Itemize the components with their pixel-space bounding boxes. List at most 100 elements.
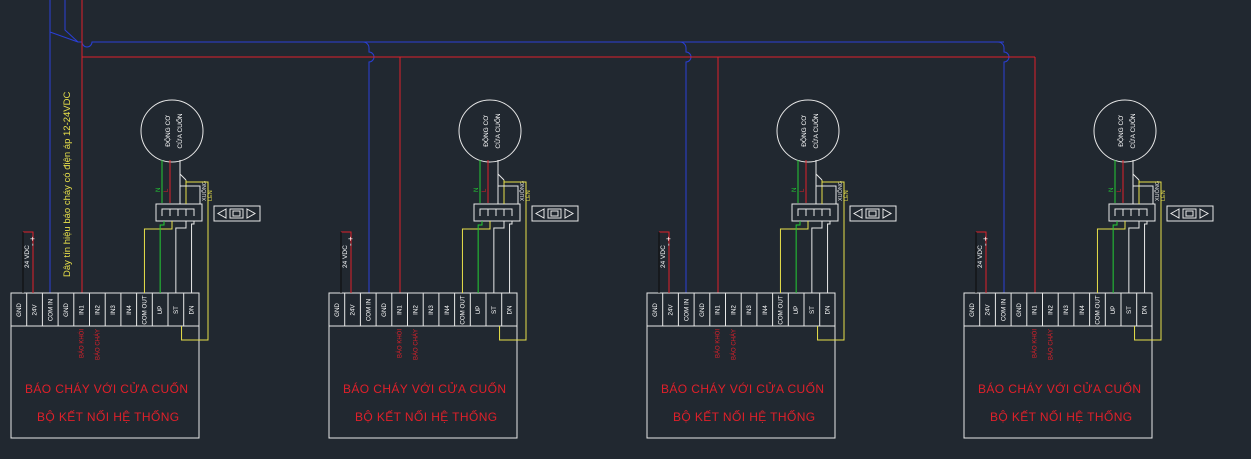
blue-bus-wire [78, 41, 1004, 48]
terminal-label: UP [793, 306, 800, 315]
down-wire [509, 221, 513, 293]
stop-square-icon [1182, 208, 1197, 219]
arrow-left-icon [1169, 208, 1180, 219]
controller-title: BÁO CHÁY VỚI CỬA CUỐN [978, 381, 1141, 396]
power-positive-wire [659, 231, 670, 293]
motor-wire-label: N [792, 188, 798, 192]
motor-wire-bend [1132, 173, 1140, 181]
motor-wire-label: L [1117, 188, 1123, 192]
terminal-label: 24V [985, 304, 992, 316]
power-polarity: - + [664, 236, 673, 246]
arrow-right-icon [1199, 208, 1210, 219]
motor-circle [458, 99, 522, 163]
input-label: BÁO KHÓI [397, 329, 404, 358]
terminal-label: ST [491, 306, 498, 314]
motor-wire-label: LÊN [1159, 190, 1167, 201]
limit-switch-box [1108, 203, 1156, 222]
terminal-label: COM IN [47, 299, 54, 321]
down-wire [827, 221, 831, 293]
controller-subtitle: BỘ KẾT NỐI HỆ THỐNG [990, 409, 1133, 424]
arrow-right-icon [246, 208, 257, 219]
limit-switch-box [155, 203, 203, 222]
stop-square-icon [868, 210, 877, 217]
power-positive-wire [341, 231, 352, 293]
terminal-label: GND [699, 303, 706, 317]
motor-label: ĐỘNG CƠ [799, 115, 808, 147]
controller-title: BÁO CHÁY VỚI CỬA CUỐN [25, 381, 188, 396]
white-down-loop [815, 185, 837, 204]
terminal-label: IN2 [412, 305, 419, 315]
motor-label: ĐỘNG CƠ [163, 115, 172, 147]
white-down-loop [1132, 185, 1154, 204]
com-out-wire [1096, 221, 1126, 293]
down-wire [191, 221, 195, 293]
terminal-label: IN4 [762, 305, 769, 315]
terminal-label: DN [189, 306, 196, 315]
terminal-label: COM OUT [777, 295, 784, 324]
terminal-label: IN1 [1032, 305, 1039, 315]
power-polarity: - + [981, 236, 990, 246]
motor-wire-label: XUỐNG [201, 181, 208, 201]
power-label: 24 VDC [977, 245, 984, 268]
terminal-label: ST [809, 306, 816, 314]
up-wire [795, 221, 801, 293]
terminal-label: GND [969, 303, 976, 317]
blue-drop-wire [679, 41, 692, 293]
power-label: 24 VDC [342, 245, 349, 268]
terminal-label: IN2 [1047, 305, 1054, 315]
terminal-label: DN [1142, 306, 1149, 315]
terminal-label: GND [652, 303, 659, 317]
input-label: BÁO CHÁY [94, 329, 101, 360]
power-positive-wire [23, 231, 34, 293]
terminal-label: COM IN [365, 299, 372, 321]
terminal-label: ST [173, 306, 180, 314]
terminal-label: IN3 [746, 305, 753, 315]
terminal-label: IN1 [715, 305, 722, 315]
com-out-wire [143, 221, 173, 293]
terminal-label: IN3 [1063, 305, 1070, 315]
stop-wire [811, 221, 823, 293]
power-label: 24 VDC [24, 245, 31, 268]
power-positive-wire [976, 231, 987, 293]
motor-circle [776, 99, 840, 163]
motor-circle [1093, 99, 1157, 163]
terminal-label: COM OUT [141, 295, 148, 324]
motor-wire-label: N [474, 188, 480, 192]
terminal-label: UP [1110, 306, 1117, 315]
white-down-loop [497, 185, 519, 204]
terminal-label: UP [475, 306, 482, 315]
terminal-label: IN1 [397, 305, 404, 315]
motor-wire-label: LÊN [524, 190, 532, 201]
motor-wire-bend [179, 173, 187, 181]
stop-wire [493, 221, 505, 293]
input-label: BÁO CHÁY [730, 329, 737, 360]
motor-wire-label: LÊN [842, 190, 850, 201]
motor-wire-label: L [482, 188, 488, 192]
limit-switch-box [473, 203, 521, 222]
motor-wire-bend [497, 173, 505, 181]
blue-signal-wire [49, 31, 79, 43]
terminal-label: IN4 [444, 305, 451, 315]
terminal-label: GND [381, 303, 388, 317]
terminal-label: COM OUT [1094, 295, 1101, 324]
terminal-label: IN2 [730, 305, 737, 315]
stop-square-icon [550, 210, 559, 217]
terminal-label: IN2 [94, 305, 101, 315]
motor-wire-label: N [1109, 188, 1115, 192]
motor-wire-label: XUỐNG [837, 181, 844, 201]
terminal-label: IN1 [79, 305, 86, 315]
terminal-label: 24V [32, 304, 39, 316]
controller-title: BÁO CHÁY VỚI CỬA CUỐN [661, 381, 824, 396]
motor-label: CỬA CUỐN [174, 113, 184, 148]
white-down-loop [179, 185, 201, 204]
stop-wire [1128, 221, 1140, 293]
control-panel-box [849, 205, 897, 222]
yellow-up-loop [181, 181, 209, 341]
stop-square-icon [229, 208, 244, 219]
motor-wire-label: L [800, 188, 806, 192]
terminal-label: COM IN [1000, 299, 1007, 321]
arrow-left-icon [852, 208, 863, 219]
limit-switch-box [791, 203, 839, 222]
